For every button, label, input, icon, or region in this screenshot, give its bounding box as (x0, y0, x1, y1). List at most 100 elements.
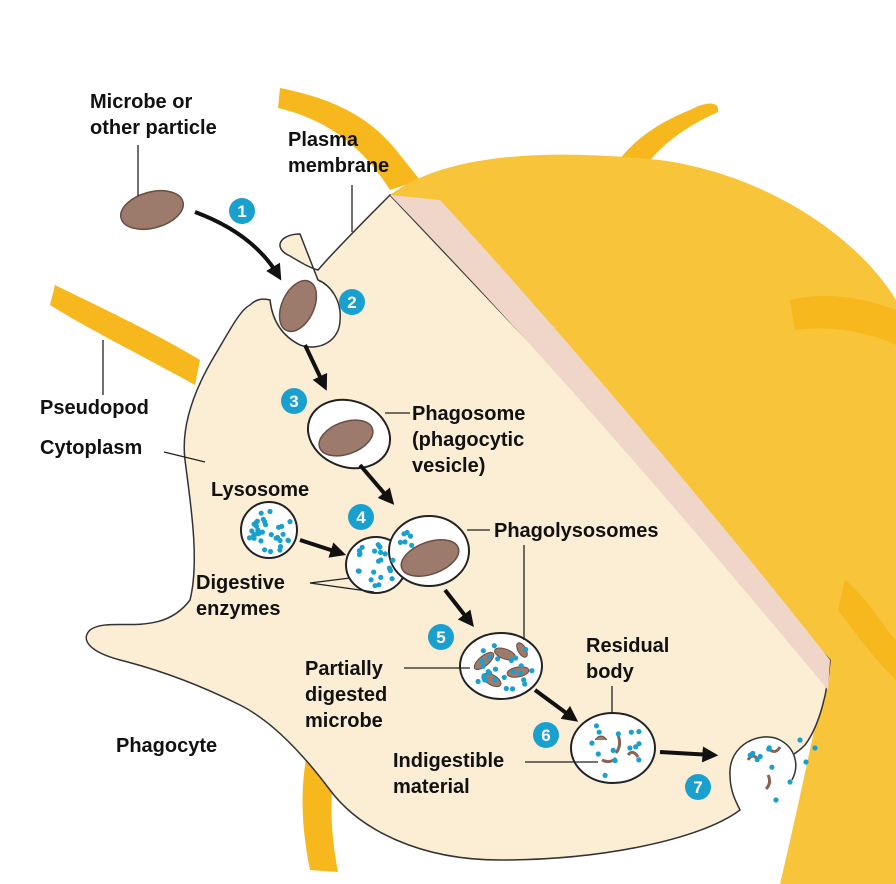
enzyme-dot (522, 681, 528, 687)
enzyme-dot (495, 656, 501, 662)
enzyme-dot (356, 568, 362, 574)
enzyme-dot (277, 537, 283, 544)
svg-text:1: 1 (237, 202, 246, 221)
arrow-step6 (659, 746, 719, 763)
enzyme-dot (509, 686, 516, 692)
enzyme-dot (627, 745, 633, 751)
enzyme-dot (268, 532, 274, 538)
label-residual-body: Residual body (586, 635, 675, 683)
enzyme-dot (480, 663, 486, 669)
label-microbe: Microbe or other particle (90, 91, 217, 139)
enzyme-dot (267, 548, 274, 555)
step-badge-4: 4 (348, 504, 374, 530)
svg-text:3: 3 (289, 392, 298, 411)
microbe-free (119, 189, 185, 231)
enzyme-dot (382, 551, 388, 557)
pseudopod-top-left (278, 88, 420, 190)
step-badges: 1 2 3 4 5 6 7 (229, 198, 711, 800)
enzyme-dot (258, 538, 264, 544)
step-badge-2: 2 (339, 289, 365, 315)
enzyme-dot (287, 519, 293, 525)
enzyme-dot (376, 582, 382, 588)
enzyme-dot (615, 731, 621, 737)
enzyme-dot (397, 539, 403, 546)
enzyme-dot (251, 532, 258, 538)
enzyme-dot (596, 729, 602, 735)
enzyme-dot (491, 643, 497, 649)
enzyme-dot (378, 574, 384, 581)
enzyme-dot (508, 657, 514, 664)
enzyme-dot (517, 670, 523, 676)
enzyme-dot (523, 646, 529, 652)
microbe-engulfed (278, 279, 318, 333)
enzyme-dot (267, 508, 273, 515)
enzyme-dot (492, 677, 498, 683)
enzyme-dot (277, 544, 284, 550)
enzyme-dot (589, 740, 595, 746)
label-cytoplasm: Cytoplasm (40, 437, 142, 459)
enzyme-dot (375, 542, 381, 548)
svg-text:4: 4 (356, 508, 366, 527)
enzyme-dot (273, 535, 279, 541)
enzyme-dot (486, 654, 492, 660)
enzyme-dot (368, 577, 374, 583)
enzyme-dot (279, 523, 285, 530)
enzyme-dot (610, 747, 616, 754)
enzyme-dot (371, 569, 377, 575)
label-phagosome: Phagosome (phagocytic vesicle) (412, 403, 531, 477)
enzyme-dot (357, 551, 363, 557)
label-phagocyte: Phagocyte (116, 735, 217, 757)
svg-text:7: 7 (693, 778, 702, 797)
enzyme-dot (378, 549, 384, 556)
phagolysosome (459, 632, 543, 700)
label-phagolysosomes: Phagolysosomes (494, 520, 659, 542)
step-badge-6: 6 (533, 722, 559, 748)
enzyme-dot (803, 759, 809, 765)
arrow-step4 (443, 588, 474, 628)
enzyme-dot (372, 583, 378, 589)
label-indigestible: Indigestible material (393, 750, 510, 798)
enzyme-dot (628, 729, 634, 735)
arrow-step5 (533, 688, 579, 722)
cell-yellow-surface (390, 154, 896, 884)
enzyme-dot (602, 772, 608, 779)
arrow-step3 (358, 463, 395, 505)
enzyme-dot (492, 666, 499, 672)
enzyme-dot (389, 576, 395, 582)
enzyme-dot (259, 529, 265, 535)
process-arrows (194, 210, 719, 763)
pseudopod-right (790, 295, 896, 345)
enzyme-dot (258, 510, 264, 516)
step-badge-7: 7 (685, 774, 711, 800)
label-pseudopod: Pseudopod (40, 397, 149, 419)
enzyme-dot (501, 674, 507, 681)
enzyme-dot (612, 758, 618, 764)
enzyme-dot (378, 557, 384, 563)
enzyme-dot (510, 669, 516, 675)
svg-text:5: 5 (436, 628, 445, 647)
leader-lines (102, 145, 613, 763)
step-badge-5: 5 (428, 624, 454, 650)
digestive-enzyme-dots (246, 508, 818, 803)
pseudopod-right-lower (838, 580, 896, 680)
enzyme-dot (518, 663, 524, 669)
enzyme-dot (475, 678, 481, 685)
enzyme-dot (280, 531, 286, 537)
enzyme-dot (485, 669, 491, 675)
enzyme-dot (636, 741, 642, 747)
step-badge-3: 3 (281, 388, 307, 414)
enzyme-dot (513, 655, 519, 661)
enzyme-dot (246, 535, 253, 541)
phagosome (306, 398, 392, 470)
label-digestive-enzymes: Digestive enzymes (196, 572, 291, 620)
enzyme-dot (595, 751, 601, 757)
enzyme-dot (747, 752, 753, 758)
enzyme-dot (773, 797, 779, 803)
enzyme-dot (636, 729, 642, 735)
enzyme-dot (787, 779, 793, 785)
enzyme-dot (260, 516, 266, 522)
arrow-step1 (194, 210, 282, 281)
label-partially-digested: Partially digested microbe (305, 658, 393, 732)
pseudopod-left (50, 285, 200, 385)
